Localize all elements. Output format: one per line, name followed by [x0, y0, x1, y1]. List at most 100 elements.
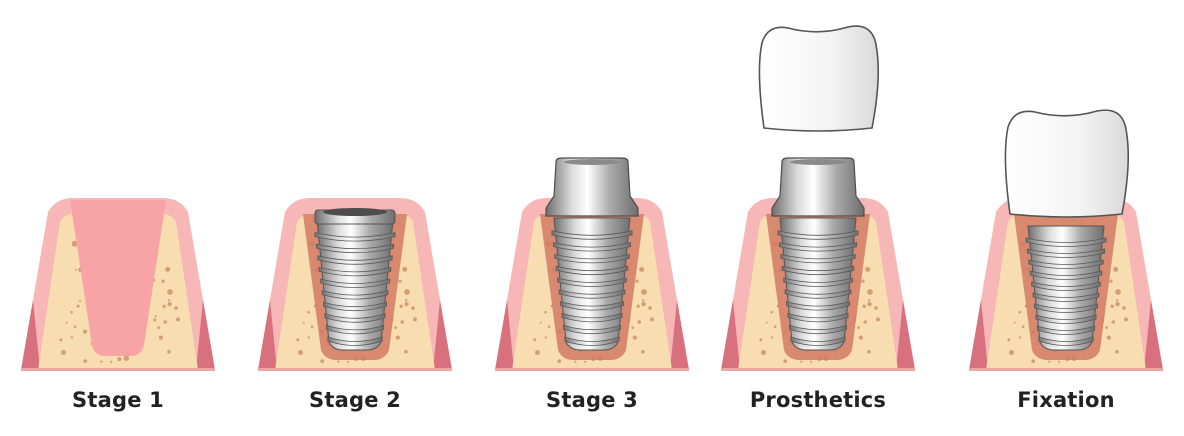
screw-thread — [323, 301, 387, 312]
bone-texture-dot — [773, 325, 777, 329]
bone-texture-dot — [865, 266, 871, 272]
bone-texture-dot — [1009, 350, 1014, 355]
bone-texture-dot — [404, 289, 410, 295]
bone-texture-dot — [59, 338, 63, 342]
abutment-top — [790, 159, 846, 165]
dental-crown — [758, 25, 880, 132]
prosthetics-panel: Prosthetics — [700, 0, 936, 436]
bone-texture-dot — [1031, 359, 1036, 364]
bone-texture-dot — [641, 299, 645, 302]
bone-texture-dot — [162, 304, 166, 308]
screw-thread — [1034, 303, 1098, 313]
screw-thread — [317, 255, 393, 265]
stage-1-label: Stage 1 — [72, 388, 164, 412]
bone-texture-dot — [632, 335, 637, 340]
bone-texture-dot — [635, 279, 639, 283]
bone-texture-dot — [398, 279, 402, 283]
bone-texture-dot — [404, 301, 409, 307]
bone-texture-dot — [1013, 321, 1016, 324]
bone-texture-dot — [1115, 289, 1121, 295]
bone-texture-dot — [70, 310, 73, 314]
bone-texture-dot — [61, 350, 66, 355]
stage-1-illustration — [21, 198, 215, 371]
screw-thread — [777, 230, 859, 240]
screw-thread — [1028, 259, 1104, 269]
bone-texture-dot — [298, 350, 303, 355]
abutment — [771, 157, 865, 217]
bone-texture-dot — [153, 318, 157, 322]
screw-thread — [552, 242, 632, 252]
bone-texture-dot — [347, 360, 350, 363]
bone-texture-dot — [1105, 326, 1109, 329]
bone-texture-dot — [167, 289, 173, 295]
bone-texture-dot — [862, 304, 866, 308]
gum-shadow-left — [495, 300, 514, 370]
prosthetics-label: Prosthetics — [749, 388, 887, 412]
screw-thread — [1025, 237, 1107, 247]
bone-texture-dot — [574, 360, 577, 363]
bone-texture-dot — [402, 266, 408, 272]
bone-texture-dot — [400, 320, 405, 324]
fixation-panel: Fixation — [948, 0, 1184, 436]
bone-texture-dot — [310, 325, 314, 329]
bone-texture-dot — [557, 359, 562, 364]
gum-shadow-left — [721, 300, 740, 370]
bone-texture-dot — [404, 299, 408, 302]
bone-texture-dot — [83, 329, 88, 334]
bone-texture-dot — [1018, 336, 1021, 339]
screw-thread — [558, 289, 626, 299]
bone-texture-dot — [296, 338, 300, 342]
bone-texture-dot — [395, 335, 400, 340]
base-line — [495, 368, 689, 371]
implant-screw — [314, 219, 396, 351]
screw-thread — [327, 336, 383, 346]
bone-texture-dot — [648, 306, 652, 310]
bone-texture-dot — [123, 355, 129, 361]
screw-thread — [314, 232, 396, 242]
screw-thread — [320, 278, 390, 288]
bone-texture-dot — [1058, 360, 1061, 363]
dental-crown-fixed — [1004, 109, 1130, 218]
screw-thread — [562, 324, 622, 335]
bone-texture-dot — [770, 310, 773, 314]
bone-texture-dot — [167, 301, 172, 307]
bone-texture-dot — [867, 299, 871, 302]
abutment — [545, 157, 639, 217]
screw-thread — [784, 289, 852, 299]
screw-thread — [1038, 336, 1094, 346]
stage-2-illustration — [258, 198, 452, 371]
screw-thread — [560, 301, 624, 311]
bone-texture-dot — [394, 326, 398, 329]
implant-opening — [323, 208, 387, 216]
screw-thread — [781, 265, 855, 276]
bone-texture-dot — [1109, 279, 1113, 283]
bone-texture-dot — [73, 325, 77, 329]
bone-texture-dot — [154, 315, 157, 318]
screw-thread — [325, 324, 385, 335]
bone-texture-dot — [867, 289, 873, 295]
base-line — [21, 368, 215, 371]
bone-texture-dot — [535, 350, 540, 355]
stage-1-panel: Stage 1 — [0, 0, 236, 436]
bone-texture-dot — [584, 360, 587, 363]
screw-thread — [324, 313, 386, 323]
bone-texture-dot — [770, 336, 773, 339]
bone-texture-dot — [547, 325, 551, 329]
screw-thread — [1035, 314, 1097, 324]
screw-thread — [551, 230, 633, 240]
fixation-label: Fixation — [1017, 388, 1115, 412]
implant-screw — [777, 217, 859, 351]
bone-texture-dot — [1021, 325, 1025, 329]
screw-thread — [1029, 270, 1103, 280]
screw-thread — [788, 324, 848, 335]
bone-texture-dot — [539, 321, 542, 324]
bone-texture-dot — [639, 266, 645, 272]
bone-texture-dot — [337, 360, 340, 363]
bone-texture-dot — [641, 349, 645, 354]
bone-texture-dot — [307, 310, 310, 314]
gum-shadow-left — [258, 300, 277, 370]
bone-texture-dot — [867, 301, 872, 307]
bone-texture-dot — [876, 317, 880, 322]
screw-thread — [787, 312, 849, 323]
bone-texture-dot — [413, 317, 417, 322]
